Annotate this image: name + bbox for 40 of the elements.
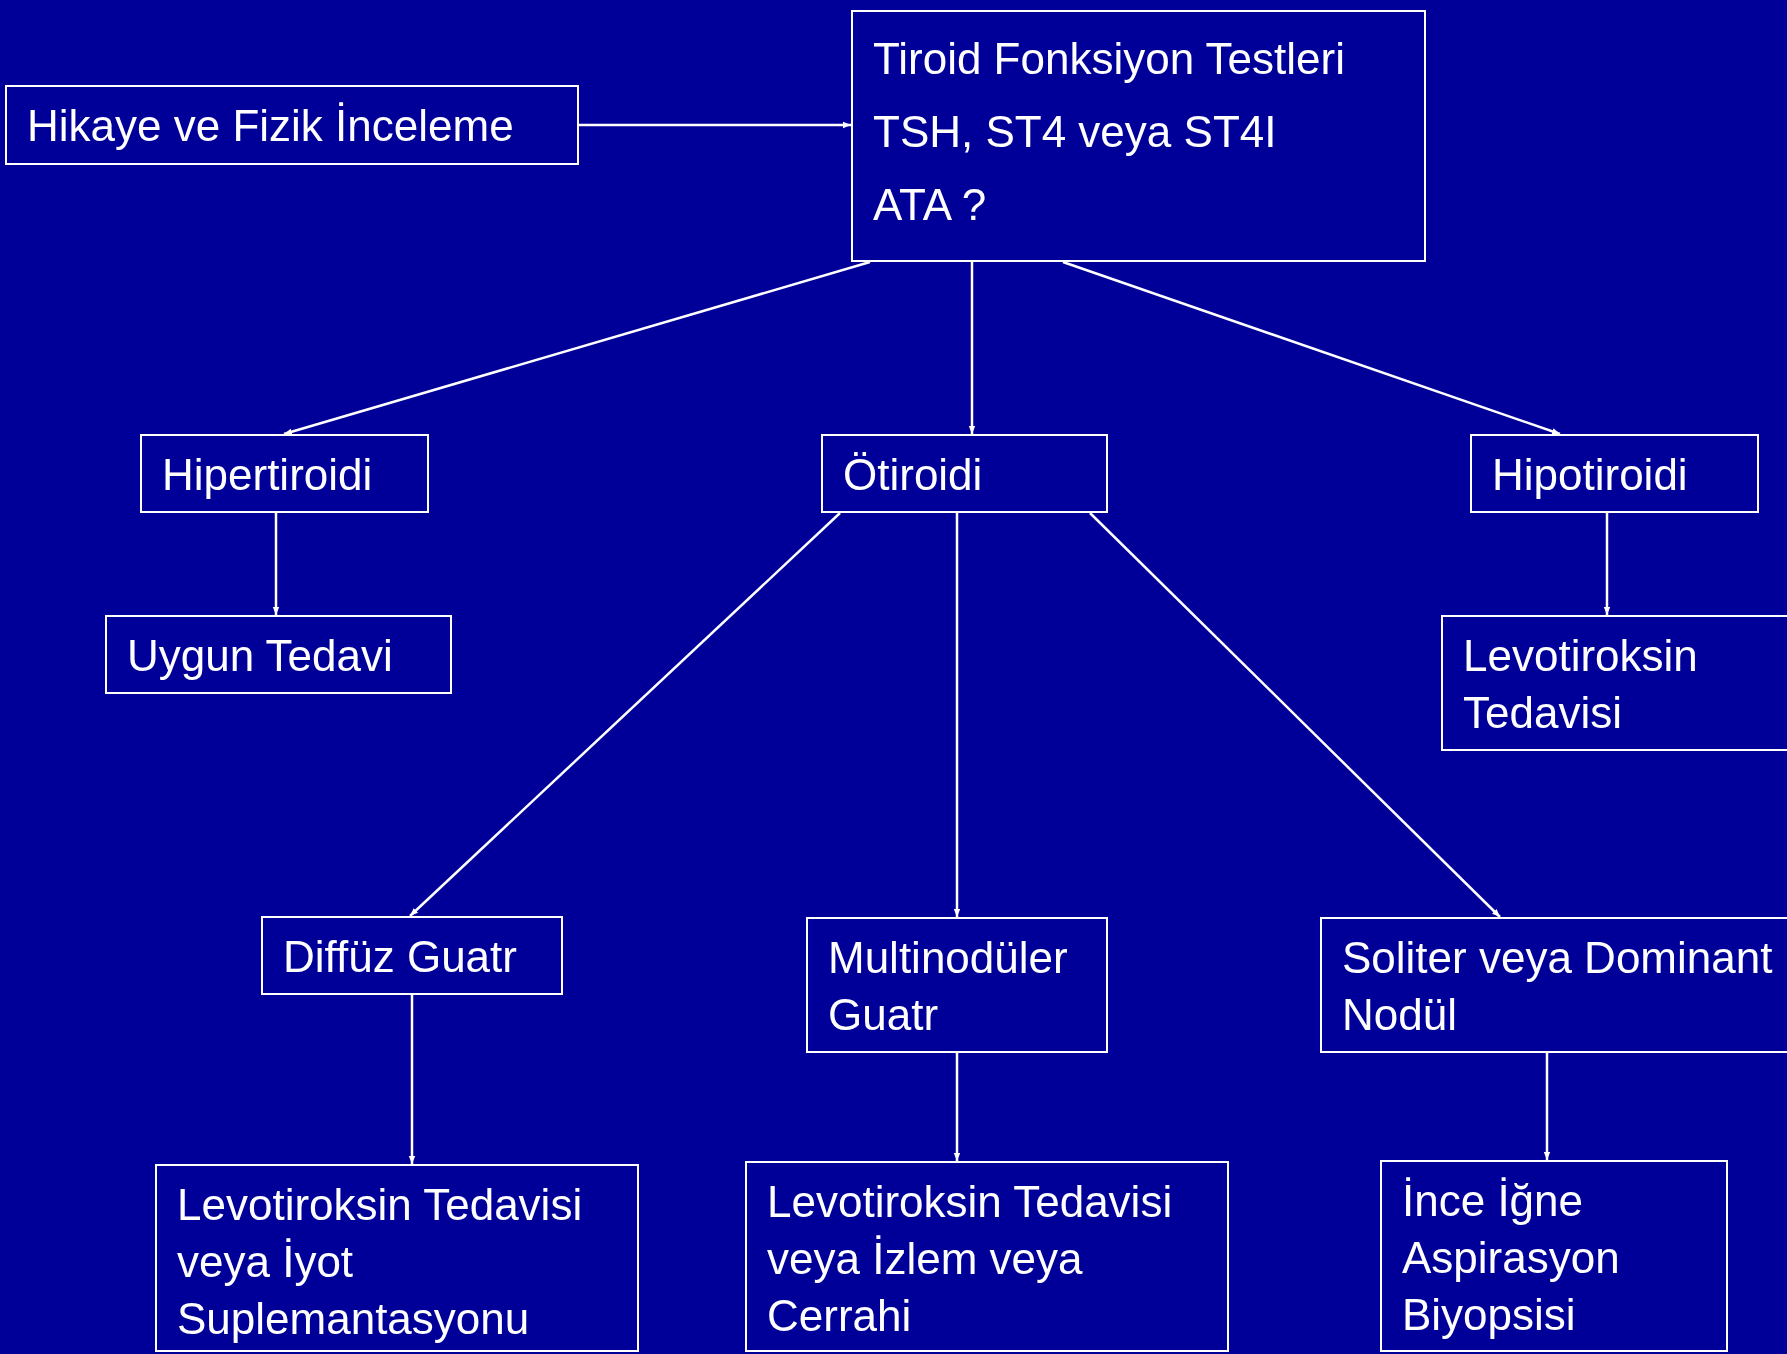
process-box xyxy=(745,1161,1229,1352)
process-box xyxy=(140,434,429,513)
process-box xyxy=(1380,1160,1728,1352)
process-box xyxy=(806,917,1108,1053)
arrow xyxy=(579,121,851,129)
box-text: Tiroid Fonksiyon Testleri xyxy=(873,33,1346,85)
process-box xyxy=(851,10,1426,262)
box-text: Hipertiroidi xyxy=(162,449,374,501)
box-text: Multinodüler Guatr xyxy=(828,932,1069,1042)
process-box xyxy=(1441,615,1787,751)
arrow xyxy=(953,1053,961,1161)
box-text: Uygun Tedavi xyxy=(127,630,394,682)
arrow xyxy=(409,512,841,917)
arrow xyxy=(1089,512,1501,918)
process-box xyxy=(1320,917,1787,1053)
process-box xyxy=(261,916,563,995)
box-text: TSH, ST4 veya ST4I xyxy=(873,106,1278,159)
arrow xyxy=(953,513,961,917)
process-box xyxy=(105,615,452,694)
box-text: Hipotiroidi xyxy=(1492,449,1689,501)
arrow xyxy=(408,995,416,1164)
box-text: Levotiroksin Tedavisi xyxy=(1463,630,1699,740)
box-text: ATA ? xyxy=(873,179,988,232)
arrow xyxy=(1062,260,1561,436)
arrow xyxy=(272,513,280,615)
box-text: Ötiroidi xyxy=(843,449,984,501)
box-text: Levotiroksin Tedavisi veya İyot Suplemantasyonu xyxy=(177,1179,584,1346)
box-text: İnce İğne Aspirasyon Biyopsisi xyxy=(1402,1175,1621,1342)
arrow xyxy=(968,262,976,434)
box-text: Soliter veya Dominant Nodül xyxy=(1342,932,1774,1042)
process-box xyxy=(155,1164,639,1352)
process-box xyxy=(5,85,579,165)
process-box xyxy=(821,434,1108,513)
arrow xyxy=(283,260,871,436)
process-box xyxy=(1470,434,1759,513)
arrow xyxy=(1603,513,1611,615)
arrow xyxy=(1543,1053,1551,1160)
box-text: Diffüz Guatr xyxy=(283,931,518,983)
box-text: Levotiroksin Tedavisi veya İzlem veya Cerrahi xyxy=(767,1176,1174,1343)
box-text: Hikaye ve Fizik İnceleme xyxy=(27,100,515,152)
